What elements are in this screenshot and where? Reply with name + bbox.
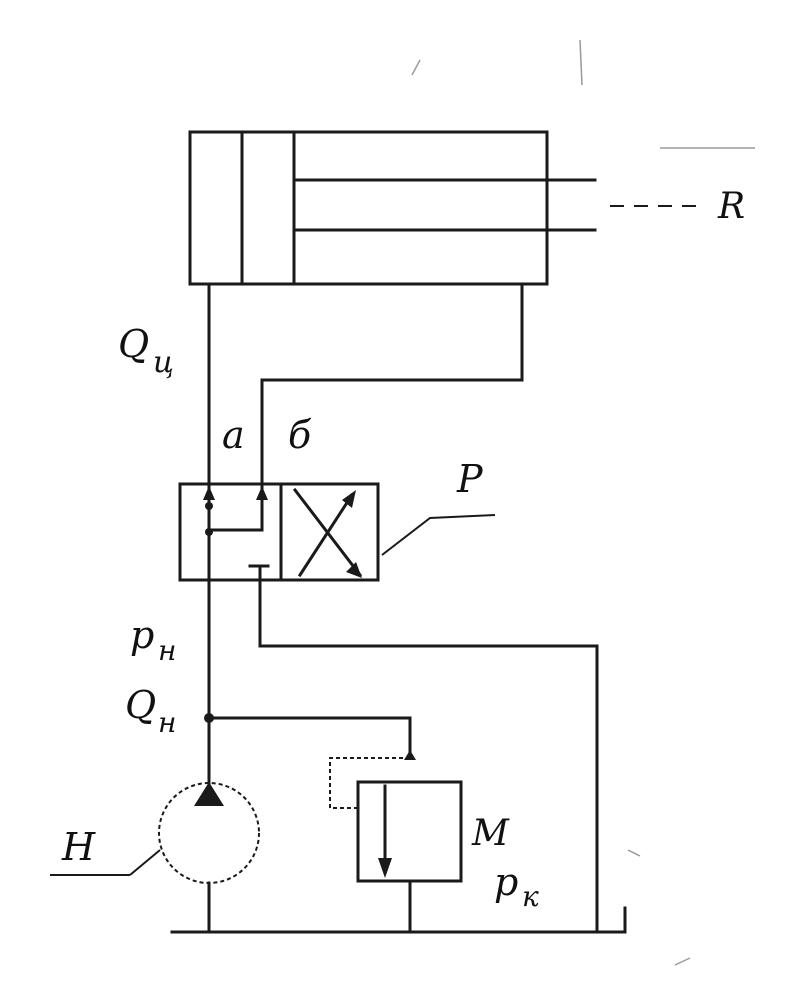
scan-mark <box>411 59 421 76</box>
valve-body <box>178 482 380 582</box>
pump-flow-subscript: н <box>158 706 176 739</box>
load-label: R <box>717 186 745 227</box>
valve-junction-dot <box>205 502 213 510</box>
scan-mark-2 <box>579 39 583 86</box>
pump-flow-label: Q <box>125 683 156 727</box>
pump-pressure-label: p <box>130 613 154 657</box>
relief-pressure-label: p <box>494 860 518 904</box>
relief-branch-line <box>207 716 412 754</box>
pump <box>50 782 260 934</box>
port-b-label: б <box>288 413 312 457</box>
cylinder-body <box>188 130 549 286</box>
hydraulic-cylinder <box>188 130 755 286</box>
cylinder-flow-subscript: ц <box>153 345 174 380</box>
rod-end-line <box>260 282 524 492</box>
port-b-arrow-icon <box>256 486 268 500</box>
valve-label: P <box>456 457 484 501</box>
relief-valve-label: М <box>471 813 510 854</box>
pump-label: H <box>61 825 96 869</box>
valve-leader-line <box>381 514 496 556</box>
scan-mark-3 <box>627 849 641 857</box>
pump-pressure-subscript: н <box>158 634 176 667</box>
port-a-label: a <box>222 413 245 457</box>
directional-valve <box>178 482 496 582</box>
relief-flow-arrow-icon <box>378 858 392 878</box>
valve-internal-passage <box>207 488 264 532</box>
cross-arrow-up-icon <box>342 490 356 508</box>
pressure-line <box>204 282 412 802</box>
relief-valve-body <box>356 780 463 883</box>
pump-direction-icon <box>194 782 224 806</box>
relief-pilot-line <box>329 757 410 809</box>
relief-valve <box>329 750 463 934</box>
junction-dot <box>204 713 214 723</box>
return-line <box>258 566 599 934</box>
cross-arrow-down-icon <box>346 562 362 578</box>
pump-leader-line <box>129 849 161 876</box>
scan-mark-4 <box>674 957 691 966</box>
cylinder-flow-label: Q <box>118 322 149 366</box>
valve-junction-dot-2 <box>205 528 213 536</box>
relief-pressure-subscript: к <box>522 880 539 913</box>
cross-flow-line-2 <box>297 492 355 578</box>
port-a-arrow-icon <box>203 486 215 500</box>
